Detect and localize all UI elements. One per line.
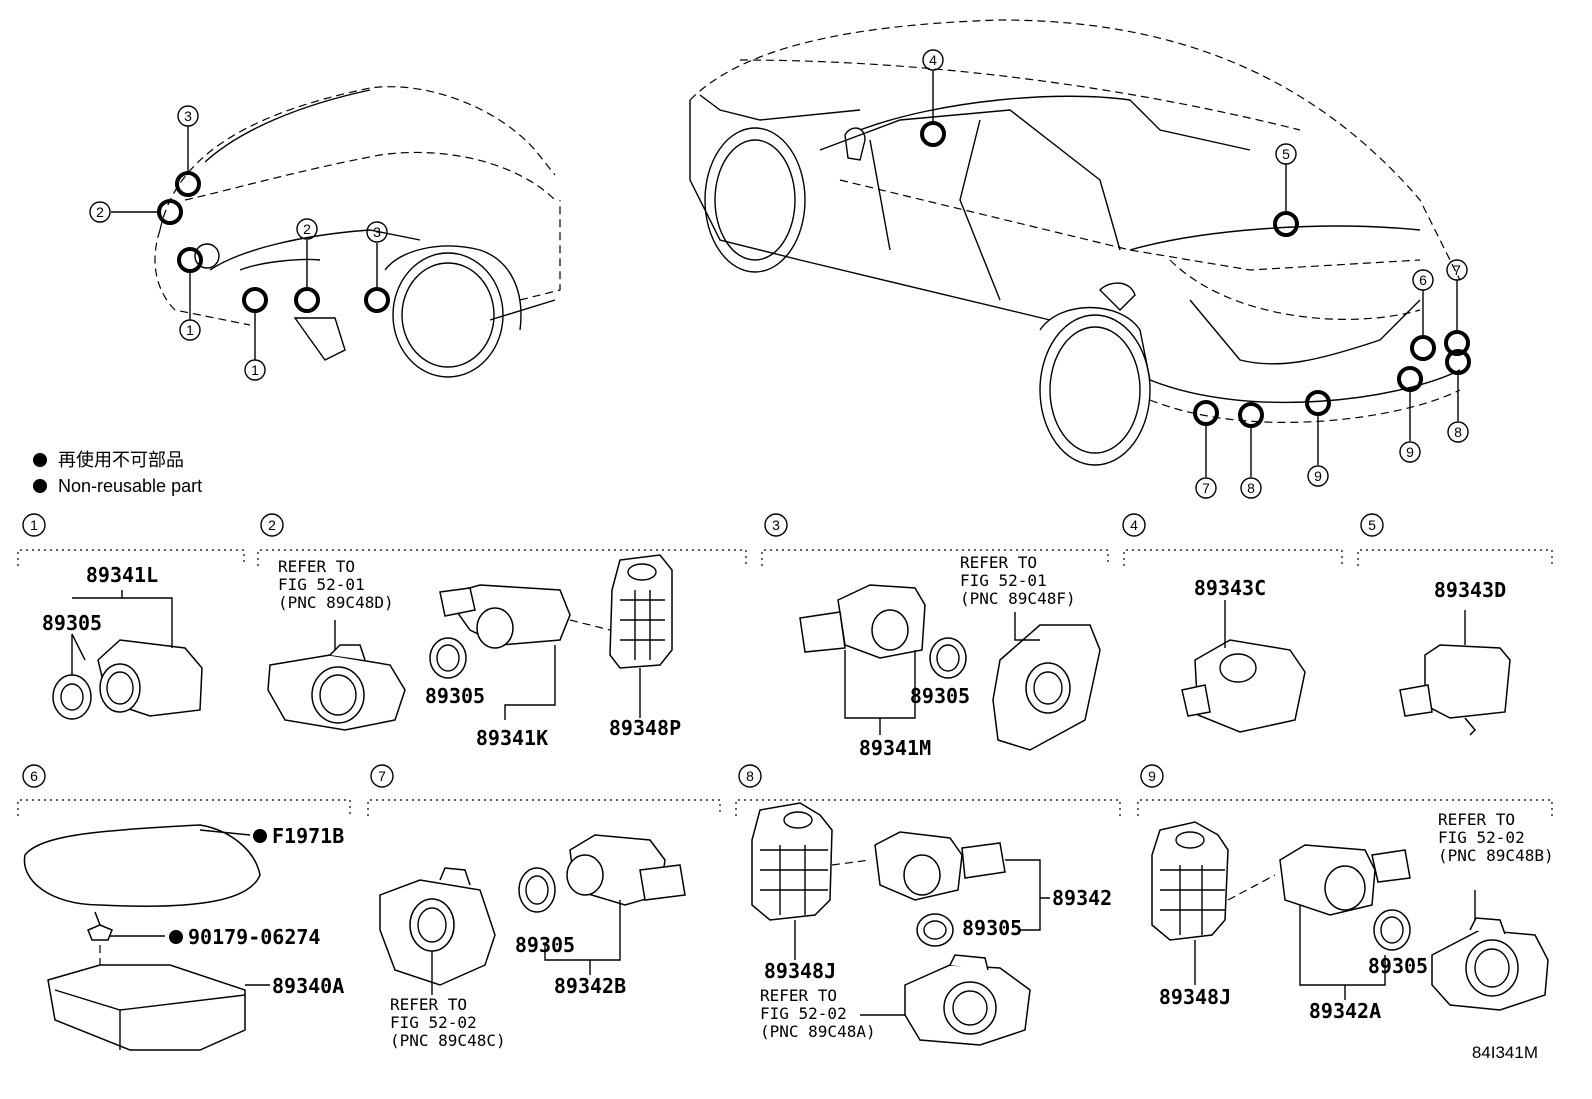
callout-5-rear: 5 [1282,146,1290,162]
ref-g2-line2: FIG 52-01 [278,575,365,594]
callout-1-front-b: 1 [251,362,259,378]
callout-2-front-b: 2 [303,221,311,237]
callout-4-rear: 4 [929,52,937,68]
legend-bullet-icon [33,479,47,493]
ref-g7-line3: (PNC 89C48C) [390,1031,506,1050]
diagram-code: 84I341M [1472,1043,1538,1062]
callout-1-front: 1 [186,322,194,338]
section-6-number: 6 [30,768,38,784]
ref-g3-line2: FIG 52-01 [960,571,1047,590]
part-89305-g9[interactable]: 89305 [1368,954,1428,978]
rear-sensor-markers [920,49,1471,499]
rear-car-illustration [689,19,1461,466]
group-5-illustration [1399,610,1511,736]
ref-g9-line3: (PNC 89C48B) [1438,846,1554,865]
part-89305-g3[interactable]: 89305 [910,684,970,708]
part-89343C[interactable]: 89343C [1194,576,1266,600]
front-car-illustration [154,86,561,378]
ref-g7-line2: FIG 52-02 [390,1013,477,1032]
section-2-number: 2 [268,517,276,533]
part-89342A[interactable]: 89342A [1309,999,1381,1023]
part-89341M[interactable]: 89341M [859,736,931,760]
callout-8-rear-right: 8 [1454,424,1462,440]
callout-3-front-b: 3 [373,224,381,240]
part-90179-06274[interactable]: 90179-06274 [188,925,320,949]
group-1-illustration [52,590,203,720]
part-89342[interactable]: 89342 [1052,886,1112,910]
ref-g3-line3: (PNC 89C48F) [960,589,1076,608]
part-89341L[interactable]: 89341L [86,563,158,587]
callout-8-rear-left: 8 [1247,480,1255,496]
section-brackets-row1 [17,513,1553,566]
group-7-illustration [379,834,686,995]
front-sensor-markers [89,105,390,381]
section-1-number: 1 [30,517,38,533]
callout-6-rear: 6 [1419,272,1427,288]
ref-g9-line1: REFER TO [1438,810,1515,829]
legend-bullet-icon [33,453,47,467]
group-9-illustration [1151,821,1549,1011]
part-89342B[interactable]: 89342B [554,974,626,998]
ref-g7-line1: REFER TO [390,995,467,1014]
callout-7-rear-left: 7 [1202,480,1210,496]
ref-g8-line1: REFER TO [760,986,837,1005]
section-8-number: 8 [746,768,754,784]
part-89305-g1[interactable]: 89305 [42,611,102,635]
group-3-illustration [799,584,1101,751]
group-4-illustration [1181,600,1306,733]
section-4-number: 4 [1130,517,1138,533]
ref-g2-line1: REFER TO [278,557,355,576]
callout-9-rear-center: 9 [1314,468,1322,484]
ref-g2-line3: (PNC 89C48D) [278,593,394,612]
legend-en: Non-reusable part [58,476,202,496]
part-89305-g8[interactable]: 89305 [962,916,1022,940]
part-89348J-g9[interactable]: 89348J [1159,985,1231,1009]
callout-3-front: 3 [184,108,192,124]
section-9-number: 9 [1148,768,1156,784]
legend-jp: 再使用不可部品 [58,450,184,470]
part-89305-g7[interactable]: 89305 [515,933,575,957]
part-89341K[interactable]: 89341K [476,726,548,750]
ref-g8-line2: FIG 52-02 [760,1004,847,1023]
section-3-number: 3 [772,517,780,533]
section-brackets-row2 [17,764,1553,816]
part-89348P[interactable]: 89348P [609,716,681,740]
group-2-illustration [267,554,673,731]
part-F1971B[interactable]: F1971B [272,824,344,848]
part-89305-g2[interactable]: 89305 [425,684,485,708]
part-89348J-g8[interactable]: 89348J [764,959,836,983]
callout-7-rear-right: 7 [1453,262,1461,278]
ref-g8-line3: (PNC 89C48A) [760,1022,876,1041]
section-7-number: 7 [378,768,386,784]
section-5-number: 5 [1368,517,1376,533]
group-8-illustration [751,802,1050,1046]
callout-2-front: 2 [96,204,104,220]
group-6-illustration [23,824,270,1051]
ref-g9-line2: FIG 52-02 [1438,828,1525,847]
part-89340A[interactable]: 89340A [272,974,344,998]
ref-g3-line1: REFER TO [960,553,1037,572]
callout-9-rear-right: 9 [1406,444,1414,460]
part-89343D[interactable]: 89343D [1434,578,1506,602]
